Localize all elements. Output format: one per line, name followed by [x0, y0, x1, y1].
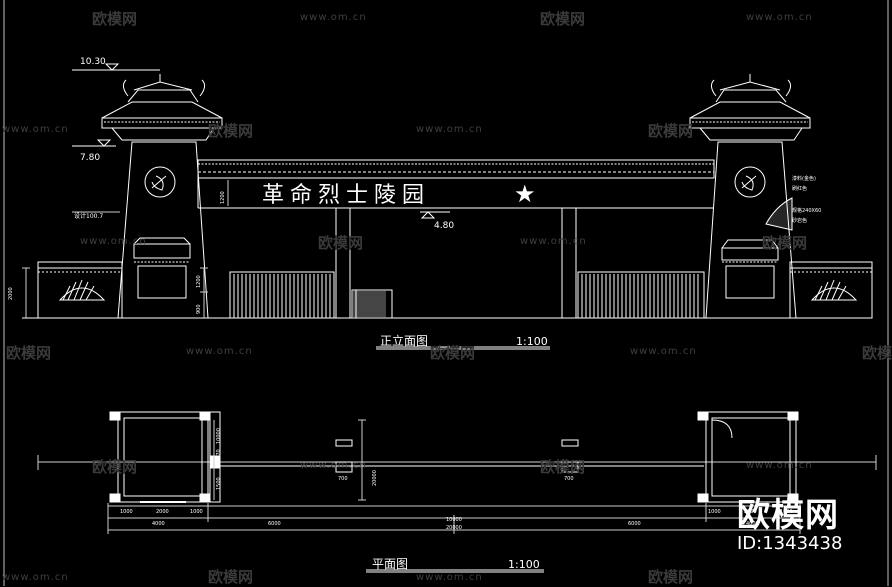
star-icon: ★ — [514, 180, 536, 208]
dim-sill: 1200 — [220, 191, 226, 204]
brand-id: ID:1343438 — [737, 533, 843, 554]
plan-side-4: 20000 — [372, 470, 378, 486]
plan-label: 平面图 — [372, 557, 408, 571]
note-right-3: 规格240X60 — [792, 207, 821, 214]
left-gate — [229, 271, 335, 319]
watermark-brand: 欧模网 — [208, 568, 254, 586]
plan-sub-3: 6000 — [628, 521, 641, 527]
watermark-url: www.om.cn — [630, 346, 697, 357]
main-beam — [197, 159, 715, 209]
watermark-brand: 欧模网 — [648, 568, 694, 586]
watermark-url: www.om.cn — [300, 12, 367, 23]
level-roof-eave: 7.80 — [80, 153, 100, 163]
level-top: 10.30 — [80, 57, 106, 67]
plan-dim-1: 1000 — [120, 509, 133, 515]
plan-left-tower — [109, 411, 211, 503]
left-tower — [101, 74, 223, 319]
left-dimension-lines — [22, 180, 229, 318]
plan-sub-4: 4000 — [746, 521, 759, 527]
note-left: 设计100.7 — [74, 212, 103, 220]
plan-centerline — [37, 455, 877, 470]
plan-dimension-lines — [107, 419, 801, 534]
plan-columns — [209, 411, 704, 503]
watermark-url: www.om.cn — [2, 124, 69, 135]
watermark-url: www.om.cn — [80, 236, 147, 247]
watermark-url: www.om.cn — [300, 460, 367, 471]
plan-scale: 1:100 — [508, 558, 540, 571]
dim-wall-h: 2000 — [8, 287, 14, 300]
elevation-label: 正立面图 — [380, 333, 428, 348]
watermark-brand: 欧模网 — [762, 234, 808, 252]
note-right-1: 漆料(金色) — [792, 175, 816, 182]
watermark-brand: 欧模网 — [648, 122, 694, 140]
watermark-url: www.om.cn — [746, 460, 813, 471]
watermark-url: www.om.cn — [416, 124, 483, 135]
plan-dim-2: 2000 — [156, 509, 169, 515]
note-right-4: 砂岩色 — [792, 217, 807, 224]
note-right-2: 刷红色 — [792, 185, 807, 192]
elevation-scale: 1:100 — [516, 335, 548, 348]
brand-badge: 欧模网 ID:1343438 — [737, 497, 842, 555]
watermark-url: www.om.cn — [746, 12, 813, 23]
plan-door-2: 700 — [564, 476, 574, 482]
level-markers — [72, 63, 450, 219]
watermark-brand: 欧模网 — [208, 122, 254, 140]
right-tower — [689, 74, 811, 319]
center-door — [351, 289, 393, 319]
level-beam: 4.80 — [434, 221, 454, 231]
plan-side-1: 10000 — [216, 428, 222, 444]
watermark-brand: 欧模网 — [430, 344, 476, 362]
watermark-url: www.om.cn — [2, 572, 69, 583]
watermark-brand: 欧模网 — [540, 10, 586, 28]
right-side-wall — [789, 261, 873, 319]
dim-base-h: 1200 — [196, 275, 202, 288]
plan-dim-6: 1000 — [780, 509, 793, 515]
inner-columns — [335, 207, 577, 319]
watermark-brand: 欧模网 — [318, 234, 364, 252]
watermark-brand: 欧模网 — [6, 344, 52, 362]
plan-total-2: 20000 — [446, 525, 462, 531]
plan-right-tower — [697, 411, 799, 503]
right-gate — [577, 271, 705, 319]
watermark-url: www.om.cn — [186, 346, 253, 357]
plan-dim-4: 1000 — [708, 509, 721, 515]
watermark-brand: 欧模网 — [540, 458, 586, 476]
title-plaque: 革命烈士陵园 — [262, 183, 430, 208]
plan-total-1: 10000 — [446, 517, 462, 523]
plan-side-3: 1500 — [216, 477, 222, 490]
watermark-url: www.om.cn — [520, 236, 587, 247]
plan-door-1: 700 — [338, 476, 348, 482]
plan-dim-3: 1000 — [190, 509, 203, 515]
watermark-brand: 欧模网 — [92, 458, 138, 476]
plan-sub-2: 6000 — [268, 521, 281, 527]
watermark-url: www.om.cn — [416, 572, 483, 583]
plan-side-2: 1570 — [216, 449, 222, 462]
left-side-wall — [37, 261, 123, 319]
watermark-brand: 欧模网 — [92, 10, 138, 28]
brand-name: 欧模网 — [737, 495, 839, 534]
dim-door-h: 900 — [196, 304, 202, 314]
plan-sub-1: 4000 — [152, 521, 165, 527]
plan-dim-5: 2000 — [744, 509, 757, 515]
watermark-brand: 欧模网 — [862, 344, 892, 362]
